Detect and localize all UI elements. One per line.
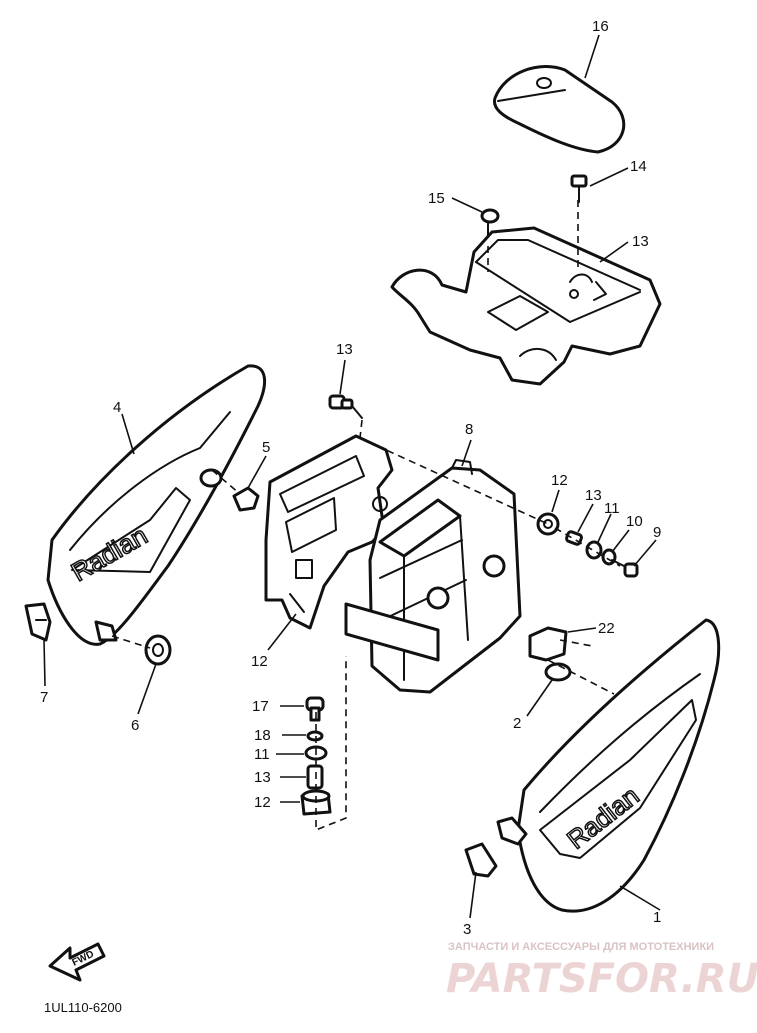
part-13-collar-b bbox=[306, 764, 324, 790]
fwd-arrow: FWD bbox=[48, 942, 106, 982]
part-14-bracket bbox=[264, 434, 394, 630]
part-5-grommet bbox=[232, 486, 260, 512]
callout-11b: 11 bbox=[254, 746, 270, 763]
callout-21: 18 bbox=[254, 727, 271, 744]
part-7-clip bbox=[24, 602, 52, 642]
part-16-tray bbox=[390, 226, 662, 386]
callout-3: 3 bbox=[463, 921, 471, 938]
callout-13b: 13 bbox=[254, 769, 271, 786]
part-2-grommet bbox=[544, 662, 572, 682]
callout-14: 12 bbox=[251, 653, 268, 670]
callout-22: 22 bbox=[598, 620, 615, 637]
callout-20: 17 bbox=[252, 698, 269, 715]
callout-12a: 12 bbox=[551, 472, 568, 489]
callout-17: 14 bbox=[630, 158, 647, 175]
diagram-code: 1UL110-6200 bbox=[44, 1000, 122, 1015]
leader-lines bbox=[43, 34, 661, 919]
part-21-washer bbox=[306, 730, 324, 742]
callout-8: 8 bbox=[465, 421, 473, 438]
callout-7: 7 bbox=[40, 689, 48, 706]
callout-18: 15 bbox=[428, 190, 445, 207]
part-19-cover bbox=[492, 65, 626, 154]
part-8-battery bbox=[344, 459, 522, 694]
part-4-left-cover: Radian bbox=[46, 364, 267, 646]
assembly-lines bbox=[111, 200, 621, 832]
part-9-bolt bbox=[611, 559, 639, 578]
callout-1: 1 bbox=[653, 909, 661, 926]
callout-11a: 11 bbox=[604, 500, 620, 517]
callout-6: 6 bbox=[131, 717, 139, 734]
callout-4: 4 bbox=[113, 399, 121, 416]
part-10-washer bbox=[601, 548, 617, 566]
part-17-bolt bbox=[570, 174, 588, 203]
part-3-clip bbox=[464, 842, 498, 878]
part-20-bolt bbox=[305, 696, 325, 722]
part-15-bolt bbox=[328, 394, 363, 419]
part-6-grommet bbox=[144, 634, 172, 666]
callout-2: 2 bbox=[513, 715, 521, 732]
callout-9: 9 bbox=[653, 524, 661, 541]
watermark-tagline: ЗАПЧАСТИ И АКСЕССУАРЫ ДЛЯ МОТОТЕХНИКИ bbox=[448, 941, 714, 953]
part-11-washer bbox=[585, 540, 603, 560]
part-22-damper bbox=[528, 626, 568, 662]
callout-13a: 13 bbox=[585, 487, 602, 504]
callout-5: 5 bbox=[262, 439, 270, 456]
watermark: ЗАПЧАСТИ И АКСЕССУАРЫ ДЛЯ МОТОТЕХНИКИ PA… bbox=[446, 941, 757, 1002]
callouts: 16 14 15 13 13 4 5 8 12 13 11 10 9 22 2 … bbox=[40, 18, 661, 938]
callout-12b: 12 bbox=[254, 794, 271, 811]
part-1-right-cover: Radian bbox=[496, 618, 721, 913]
callout-15: 13 bbox=[336, 341, 353, 358]
callout-19: 16 bbox=[592, 18, 609, 35]
watermark-site: PARTSFOR.RU bbox=[446, 956, 757, 1002]
callout-10: 10 bbox=[626, 513, 643, 530]
part-12-rubber bbox=[536, 512, 560, 536]
callout-16: 13 bbox=[632, 233, 649, 250]
